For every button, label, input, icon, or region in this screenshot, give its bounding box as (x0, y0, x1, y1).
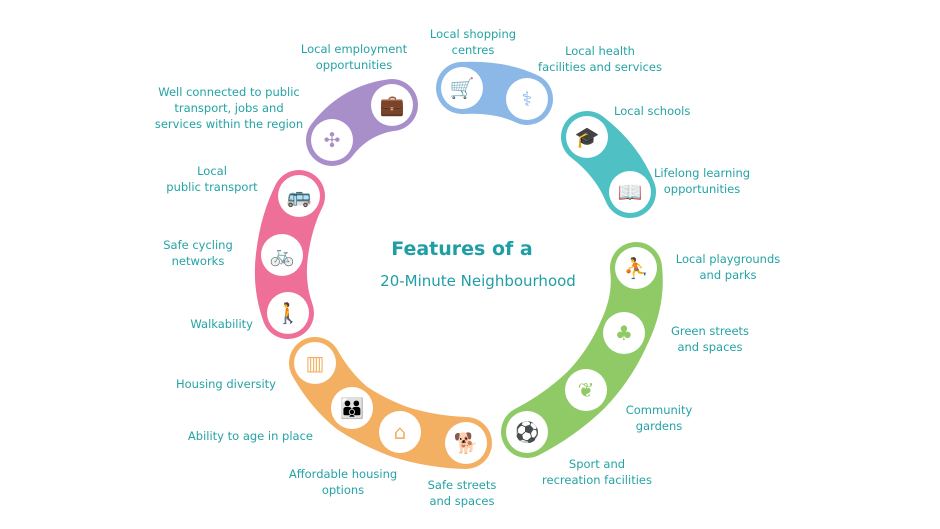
icon-glyph: 🎓 (575, 125, 600, 149)
shopping-cart-icon: 🛒 (441, 67, 483, 109)
icon-glyph: 🚲 (270, 243, 295, 267)
icon-glyph: 🚶 (276, 301, 301, 325)
icon-glyph: ❦ (578, 378, 595, 402)
icon-glyph: ⚽ (514, 420, 540, 444)
icon-glyph: ⚕ (522, 87, 533, 111)
label-housing-diversity: Housing diversity (175, 377, 276, 391)
icon-disc (445, 422, 487, 464)
icon-disc (278, 175, 320, 217)
label-local-public-transport: Local public transport (166, 164, 258, 194)
family-icon: 👪 (331, 387, 373, 429)
icon-disc (565, 369, 607, 411)
label-green-streets: Green streets and spaces (670, 324, 750, 354)
dog-walker-icon: 🐕 (445, 422, 487, 464)
icon-glyph: ✣ (324, 128, 341, 152)
segment-green (501, 242, 663, 458)
soccer-player-icon: ⚽ (506, 411, 548, 453)
label-lifelong-learning: Lifelong learning opportunities (653, 166, 751, 196)
network-icon: ✣ (311, 119, 353, 161)
icon-disc (331, 387, 373, 429)
house-icon: ⌂ (379, 411, 421, 453)
bus-icon: 🚌 (278, 175, 320, 217)
label-community-gardens: Community gardens (625, 403, 693, 433)
tree-icon: ♣ (603, 312, 645, 354)
mortarboard-icon: 🎓 (566, 116, 608, 158)
bicycle-icon: 🚲 (261, 234, 303, 276)
pedestrian-icon: 🚶 (267, 292, 309, 334)
label-walkability: Walkability (190, 317, 253, 331)
icon-glyph: 👪 (340, 396, 365, 420)
icon-glyph: ▥ (306, 351, 325, 375)
label-local-health: Local health facilities and services (538, 44, 662, 74)
label-age-in-place: Ability to age in place (187, 429, 313, 443)
label-local-schools: Local schools (614, 104, 691, 118)
label-well-connected: Well connected to public transport, jobs… (154, 85, 304, 131)
icon-disc (603, 312, 645, 354)
label-sport-recreation: Sport and recreation facilities (542, 457, 652, 487)
icon-disc (267, 292, 309, 334)
icon-disc (371, 84, 413, 126)
briefcase-icon: 💼 (371, 84, 413, 126)
icon-glyph: ♣ (615, 321, 633, 345)
label-local-employment: Local employment opportunities (300, 42, 408, 72)
icon-glyph: 🚌 (287, 184, 312, 208)
icon-disc (615, 247, 657, 289)
icon-disc (294, 342, 336, 384)
icon-disc (379, 411, 421, 453)
stethoscope-icon: ⚕ (506, 78, 548, 120)
label-affordable-housing: Affordable housing options (288, 467, 398, 497)
playground-icon: ⛹ (615, 247, 657, 289)
leaf-icon: ❦ (565, 369, 607, 411)
icon-glyph: 💼 (380, 93, 405, 117)
icon-disc (441, 67, 483, 109)
icon-disc (609, 171, 651, 213)
diagram-subtitle: 20-Minute Neighbourhood (380, 272, 576, 290)
icon-glyph: 🐕 (454, 431, 479, 455)
icon-disc (506, 411, 548, 453)
icon-disc (566, 116, 608, 158)
label-safe-streets: Safe streets and spaces (427, 478, 497, 508)
label-playgrounds: Local playgrounds and parks (675, 252, 781, 282)
segment-orange (289, 337, 492, 469)
icon-glyph: 📖 (618, 180, 643, 204)
icon-disc (261, 234, 303, 276)
diagram-title: Features of a (391, 238, 533, 260)
icon-glyph: ⛹ (624, 256, 649, 280)
label-safe-cycling: Safe cycling networks (163, 238, 233, 268)
icon-disc (311, 119, 353, 161)
icon-disc (506, 78, 548, 120)
icon-glyph: ⌂ (394, 420, 407, 444)
buildings-icon: ▥ (294, 342, 336, 384)
label-local-shopping: Local shopping centres (429, 27, 517, 57)
book-icon: 📖 (609, 171, 651, 213)
icon-glyph: 🛒 (450, 76, 475, 100)
